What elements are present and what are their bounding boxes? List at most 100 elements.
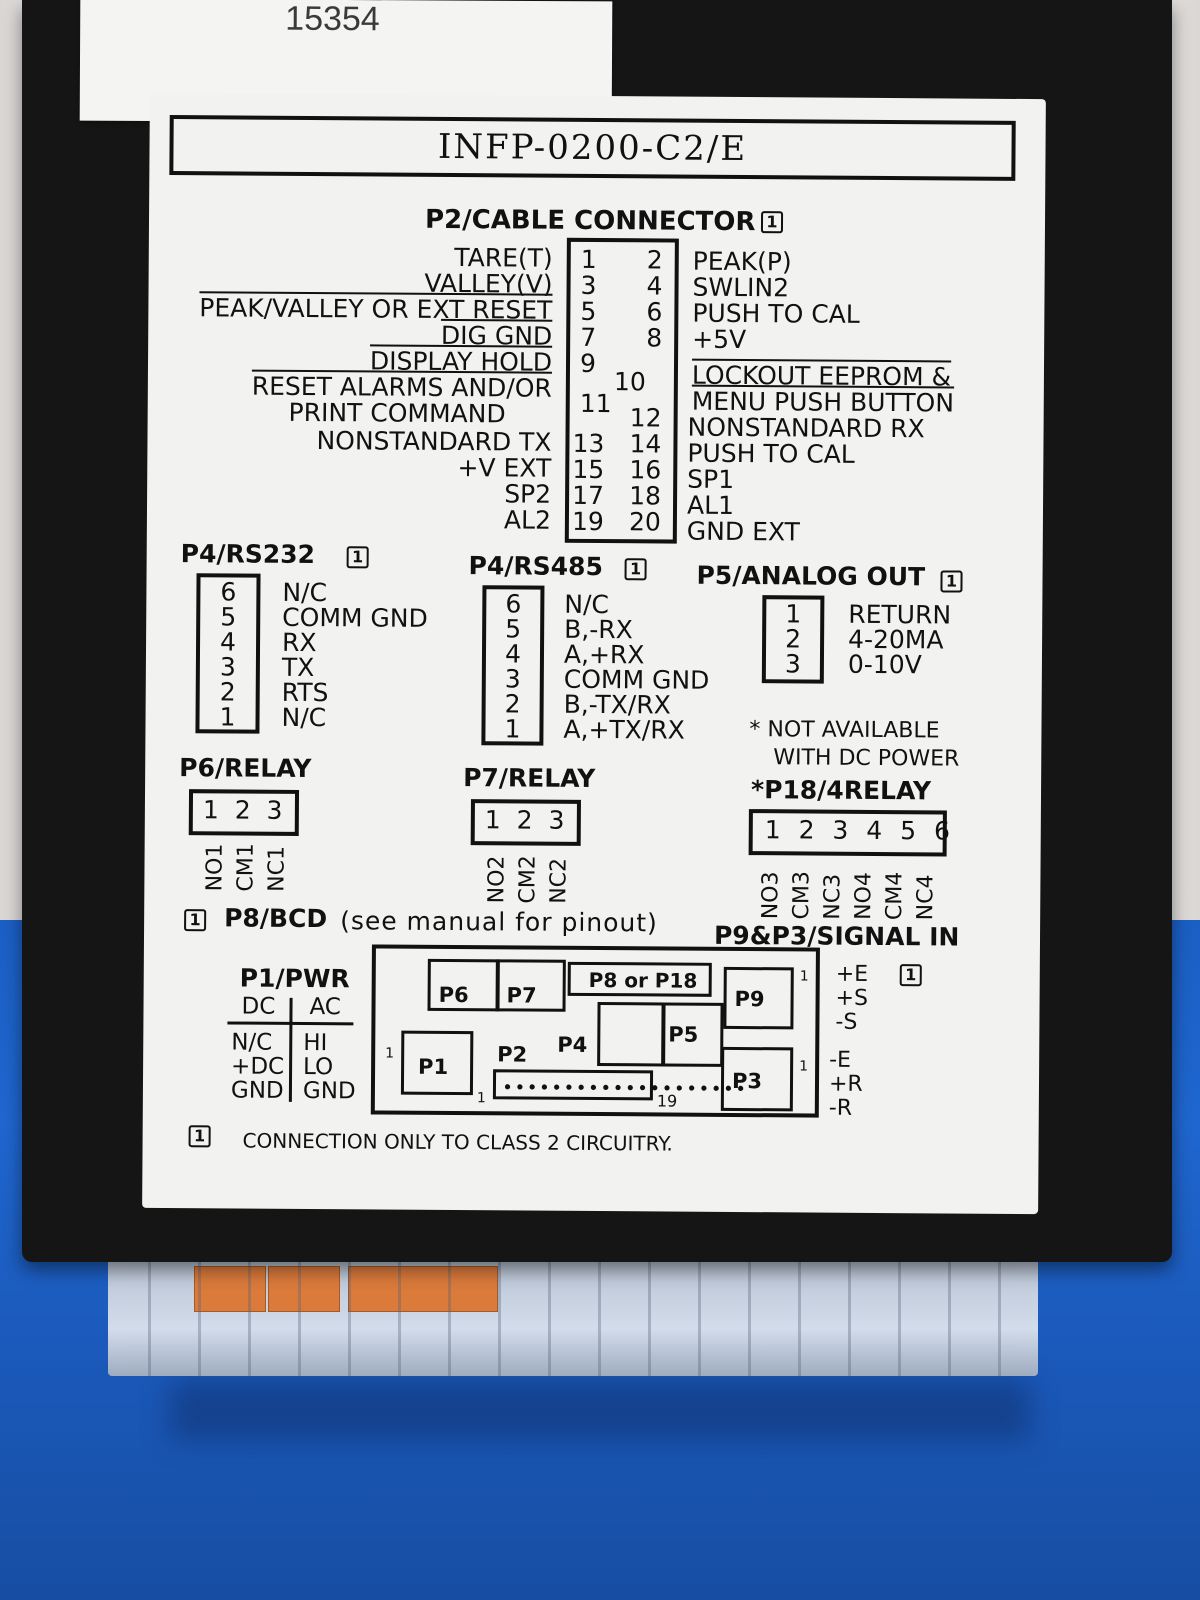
p2-right-label: AL1 — [686, 490, 735, 520]
p18-term: CM4 — [882, 871, 908, 921]
p2-pin: 11 — [579, 388, 612, 419]
p1-title: P1/PWR — [239, 963, 350, 994]
p5-pin: 1 — [785, 599, 802, 629]
p2-pin: 15 — [572, 454, 605, 485]
p9-pin-label: +S — [835, 985, 869, 1011]
rs485-pin: 1 — [504, 714, 521, 744]
p5-label: 0-10V — [847, 649, 922, 680]
p2-right-label: SP1 — [687, 464, 735, 494]
p2-pin: 19 — [571, 506, 604, 537]
p2-right-label: SWLIN2 — [692, 272, 790, 303]
rs232-label: N/C — [281, 702, 327, 733]
device-shadow — [170, 1380, 1030, 1440]
p2-pin: 6 — [646, 297, 663, 327]
p2-left-label: TARE(T) — [454, 243, 553, 273]
rs232-pin: 5 — [220, 602, 237, 632]
p2-pin: 12 — [629, 403, 662, 433]
board-p4 — [597, 1002, 666, 1067]
p2-pin: 1 — [580, 244, 597, 275]
p2-pin: 14 — [629, 429, 662, 459]
rs485-pin: 4 — [504, 639, 522, 669]
p7-pins: 1 2 3 — [484, 805, 569, 835]
board-p7: P7 — [495, 959, 566, 1012]
p2-pin: 13 — [572, 428, 605, 459]
p3-pin-label: -E — [829, 1047, 852, 1073]
board-p2-label: P2 — [497, 1042, 528, 1067]
class2-note-icon: 1 — [940, 570, 963, 593]
p1-ac-pin: HI — [303, 1029, 328, 1057]
orange-connector — [348, 1266, 498, 1312]
board-p5-label: P5 — [668, 1022, 699, 1047]
p1-dc-label: DC — [241, 993, 276, 1020]
p2-pin: 3 — [580, 270, 597, 301]
p18-term: NO4 — [851, 872, 877, 920]
p2-title: P2/CABLE CONNECTOR — [424, 204, 756, 238]
p2-right-label: GND EXT — [686, 516, 800, 547]
board-pin-one: 1 — [799, 968, 809, 985]
board-p1: P1 — [400, 1030, 474, 1096]
p1-ac-pin: GND — [302, 1077, 356, 1105]
p2-pin: 18 — [629, 481, 662, 511]
class2-note-icon: 1 — [760, 211, 784, 234]
board-p6: P6 — [427, 958, 500, 1012]
model-box: INFP-0200-C2/E — [169, 115, 1016, 181]
rs232-pin: 4 — [220, 627, 237, 657]
p1-dc-pin: +DC — [231, 1053, 285, 1080]
p4-rs232-title: P4/RS232 — [180, 539, 316, 570]
p4-rs485-title: P4/RS485 — [468, 551, 604, 582]
p9-pin-label: +E — [835, 961, 869, 987]
board-p7-label: P7 — [506, 983, 537, 1008]
p2-left-label: PRINT COMMAND — [288, 397, 506, 429]
board-p9: P9 — [723, 966, 794, 1030]
board-p2: ∙∙∙∙∙∙∙∙∙∙∙∙∙∙∙∙∙∙∙∙ — [492, 1069, 747, 1101]
p18-term: CM3 — [789, 871, 815, 920]
model-number: INFP-0200-C2/E — [437, 126, 748, 170]
p2-left-label: NONSTANDARD TX — [316, 426, 552, 457]
p2-pin: 10 — [613, 367, 646, 397]
dc-note-line1: * NOT AVAILABLE — [749, 717, 940, 744]
p1-divider — [288, 997, 293, 1102]
orange-connector — [268, 1266, 340, 1312]
p9-pin-label: -S — [835, 1009, 858, 1035]
p1-ac-pin: LO — [303, 1053, 334, 1081]
p7-title: P7/RELAY — [463, 763, 596, 794]
p18-title: *P18/4RELAY — [750, 775, 932, 806]
board-pin-nineteen: 19 — [656, 1091, 678, 1111]
p2-pin: 16 — [629, 455, 662, 485]
rs232-pin: 2 — [219, 677, 236, 707]
footer-note: CONNECTION ONLY TO CLASS 2 CIRCUITRY. — [242, 1128, 673, 1156]
class2-note-icon: 1 — [188, 1125, 211, 1148]
board-p1-label: P1 — [418, 1054, 449, 1079]
p8-title: P8/BCD — [224, 903, 328, 934]
board-pin-one: 1 — [385, 1045, 395, 1062]
class2-note-icon: 1 — [346, 546, 369, 569]
board-p5: P5 — [661, 1002, 724, 1067]
sticker-number: 15354 — [285, 0, 380, 39]
dc-note-line2: WITH DC POWER — [773, 745, 960, 772]
p2-left-label: AL2 — [503, 505, 552, 535]
p2-left-label: PEAK/VALLEY OR EXT RESET — [199, 293, 553, 325]
wiring-label: INFP-0200-C2/E P2/CABLE CONNECTOR 1 TARE… — [142, 92, 1046, 1215]
p2-right-label: PUSH TO CAL — [692, 298, 860, 329]
board-p6-label: P6 — [438, 982, 469, 1008]
p2-left-label: DIG GND — [440, 320, 553, 351]
p6-term: CM1 — [233, 843, 259, 892]
rs485-label: A,+TX/RX — [563, 714, 685, 745]
p18-term: NC4 — [913, 874, 939, 921]
p3-pin-label: -R — [828, 1095, 853, 1121]
p1-dc-pin: N/C — [231, 1029, 273, 1056]
board-pin-one: 1 — [476, 1090, 486, 1107]
p6-title: P6/RELAY — [179, 753, 312, 784]
rs232-pin: 6 — [220, 577, 237, 607]
p7-term: NC2 — [546, 857, 572, 904]
p2-left-label: +V EXT — [457, 453, 552, 483]
p7-term: CM2 — [515, 855, 541, 904]
class2-note-icon: 1 — [624, 558, 647, 581]
p2-pin: 17 — [572, 480, 605, 511]
p2-right-label: PEAK(P) — [692, 246, 792, 277]
p18-term: NO3 — [758, 871, 784, 920]
p2-pin: 4 — [646, 271, 663, 301]
rs485-pin: 3 — [504, 664, 521, 694]
rs232-pin: 1 — [219, 702, 236, 732]
p1-dc-pin: GND — [230, 1077, 284, 1104]
